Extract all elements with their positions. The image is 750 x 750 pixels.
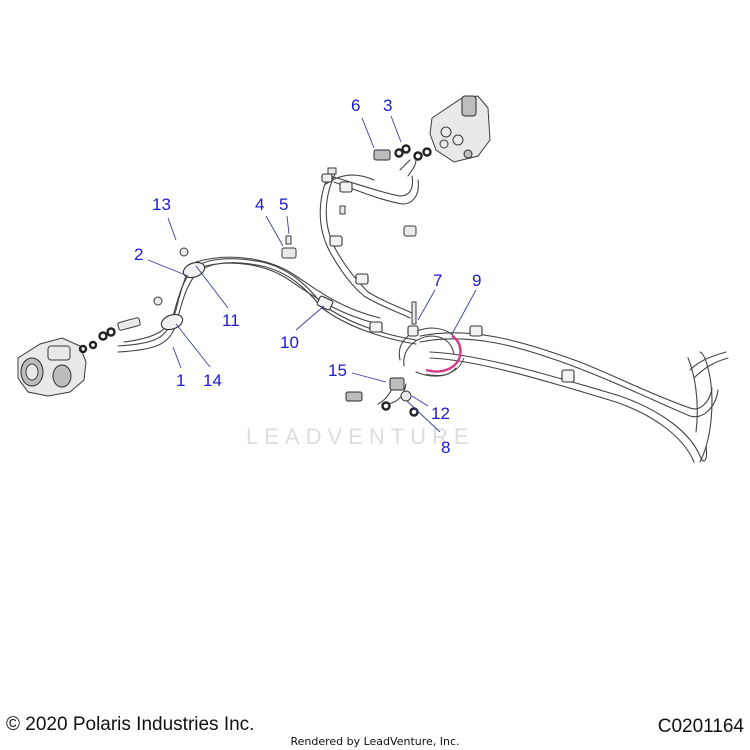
callout-4: 4 <box>255 195 264 214</box>
hose-clips <box>160 173 575 383</box>
callout-12: 12 <box>431 404 450 423</box>
hardware <box>281 167 419 417</box>
copyright-text: © 2020 Polaris Industries Inc. <box>6 714 255 735</box>
callout-11: 11 <box>222 311 240 330</box>
banjo-fitting-left <box>98 247 189 341</box>
callout-5: 5 <box>279 195 288 214</box>
watermark: LEADVENTURE <box>246 424 475 449</box>
callout-10: 10 <box>280 333 299 352</box>
callout-8: 8 <box>441 438 450 457</box>
brake-caliper-left <box>17 337 98 397</box>
callout-6: 6 <box>351 96 360 115</box>
callout-15: 15 <box>328 361 347 380</box>
callout-14: 14 <box>203 371 222 390</box>
callout-2: 2 <box>134 245 143 264</box>
diagram-id: C0201164 <box>657 716 744 737</box>
callout-3: 3 <box>383 96 392 115</box>
leader-lines <box>147 115 477 433</box>
callout-13: 13 <box>152 195 171 214</box>
callout-labels: 1 2 3 4 5 6 7 8 9 10 11 12 13 14 15 <box>134 96 481 457</box>
master-cylinder <box>373 95 491 163</box>
brake-hose-highlight <box>425 335 465 376</box>
brake-hose-main <box>117 159 729 463</box>
callout-9: 9 <box>472 271 481 290</box>
callout-1: 1 <box>176 371 185 390</box>
callout-7: 7 <box>433 271 442 290</box>
rendered-by-text: Rendered by LeadVenture, Inc. <box>290 735 460 748</box>
